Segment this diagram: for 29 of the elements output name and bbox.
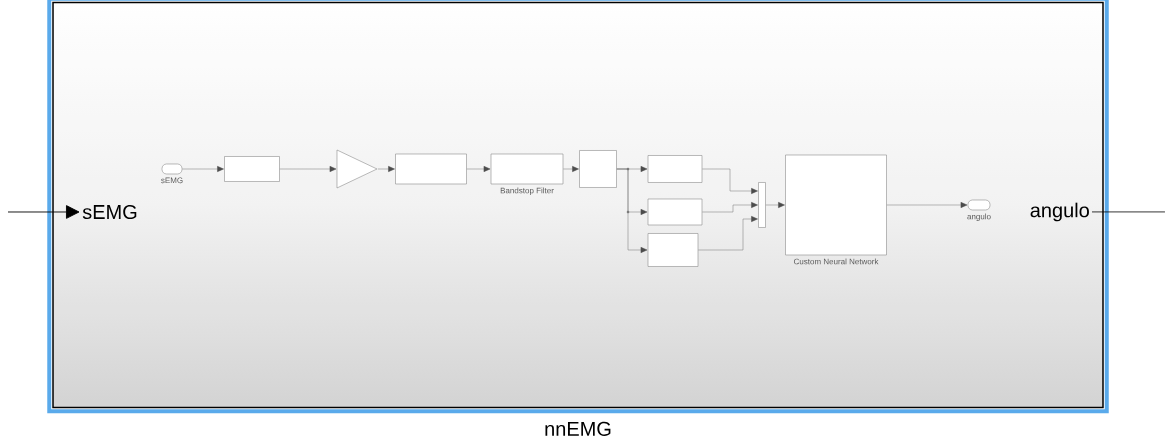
block-caption: Custom Neural Network (793, 258, 879, 265)
block (785, 154, 887, 256)
block (224, 156, 280, 182)
block-caption: Bandstop Filter (500, 187, 554, 195)
arrow (466, 166, 491, 172)
arrow (182, 166, 224, 172)
arrow (616, 168, 648, 253)
arrow (702, 202, 758, 213)
arrow (698, 216, 758, 251)
block (579, 150, 617, 188)
block-caption: angulo (967, 213, 991, 221)
port-label: angulo (1030, 202, 1089, 222)
arrow (765, 202, 785, 208)
arrow (377, 166, 395, 172)
node-label: nnEMG (545, 421, 611, 436)
gain-triangle (336, 149, 378, 189)
block (647, 198, 703, 226)
arrow (702, 168, 758, 194)
block-caption: sEMG (161, 177, 183, 184)
arrow (279, 166, 337, 172)
port-label: sEMG (82, 204, 137, 220)
arrow (563, 166, 579, 172)
arrow (886, 202, 968, 208)
mux-bar (758, 182, 766, 228)
block (490, 153, 564, 185)
block (647, 155, 703, 183)
block (395, 153, 467, 185)
arrow (7, 205, 80, 219)
block (647, 233, 699, 267)
